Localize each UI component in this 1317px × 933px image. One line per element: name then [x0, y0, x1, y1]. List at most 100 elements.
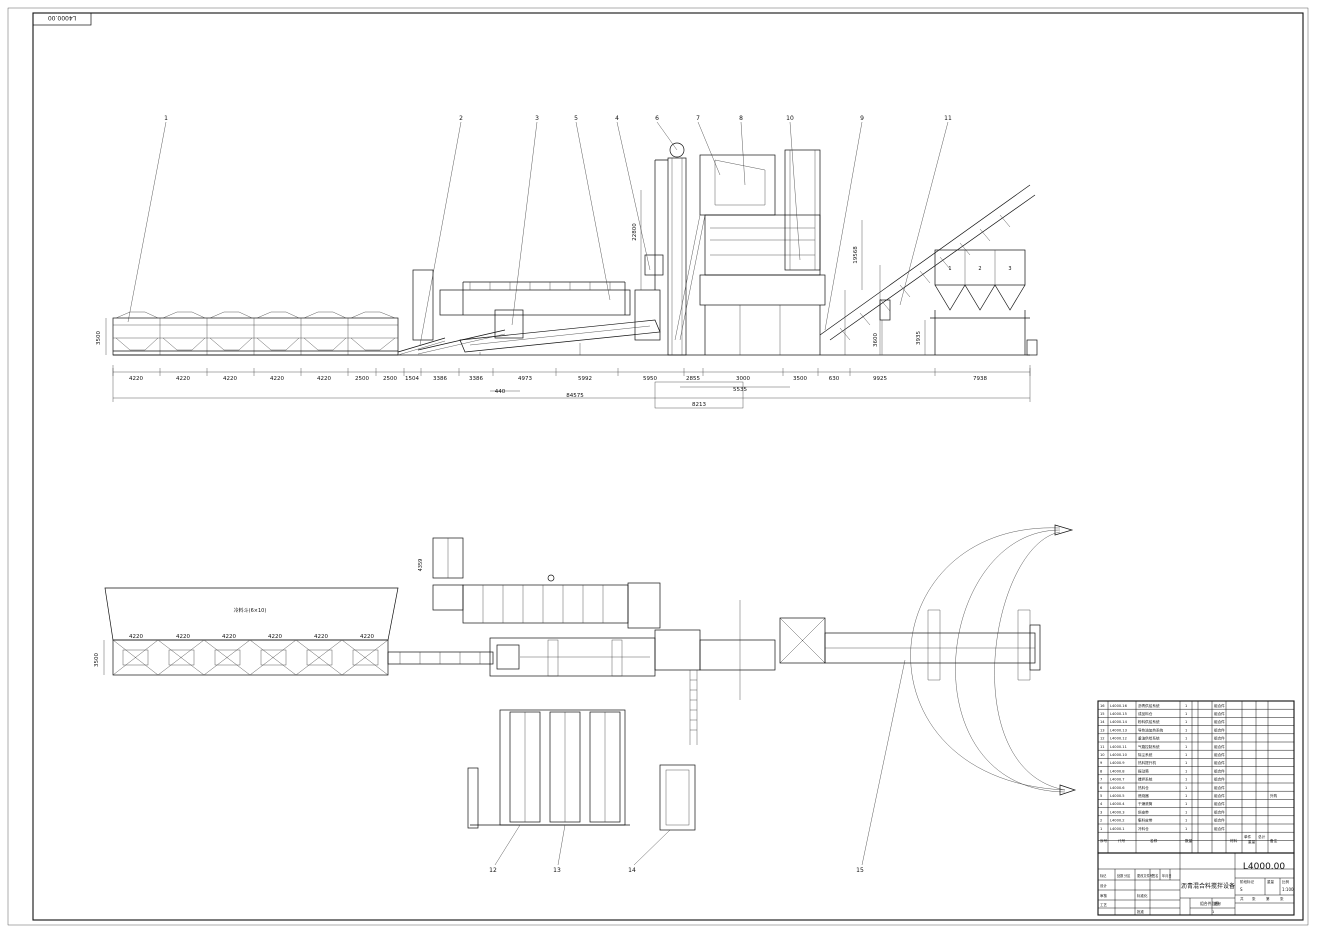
- dim-b-3: 4220: [270, 376, 284, 382]
- callout-13: 13: [553, 867, 561, 874]
- parts-row-5-code: L4000.5: [1110, 794, 1125, 798]
- inner-frame: [32, 12, 1304, 921]
- sign-review: 审核: [1100, 893, 1108, 898]
- parts-row-6-qty: 1: [1185, 786, 1187, 790]
- title-block-title: 沥青混合料搅拌设备: [1181, 882, 1235, 890]
- parts-row-12-code: L4000.12: [1110, 737, 1127, 741]
- parts-row-9-code: L4000.9: [1110, 761, 1125, 765]
- stage-value: S: [1240, 887, 1243, 892]
- parts-row-7-qty: 1: [1185, 778, 1187, 782]
- callout-2: 2: [459, 115, 463, 122]
- parts-row-3-qty: 1: [1185, 810, 1187, 814]
- callout-15: 15: [856, 867, 864, 874]
- parts-row-8-code: L4000.8: [1110, 769, 1125, 773]
- dim-5535: 5535: [733, 387, 747, 393]
- parts-row-13-code: L4000.13: [1110, 728, 1127, 732]
- parts-row-15-note: 组合件: [1214, 711, 1225, 716]
- parts-row-13-note: 组合件: [1214, 727, 1225, 732]
- parts-row-7-note: 组合件: [1214, 777, 1225, 782]
- parts-row-13-qty: 1: [1185, 728, 1187, 732]
- parts-row-3-no: 3: [1100, 810, 1102, 814]
- parts-row-11-note: 组合件: [1214, 744, 1225, 749]
- dim-height-left: 3500: [96, 331, 102, 345]
- parts-row-3-note: 组合件: [1214, 809, 1225, 814]
- sheets-label-1: 张: [1252, 896, 1256, 901]
- dim-b-5: 2500: [355, 376, 369, 382]
- sign-process: 工艺: [1100, 902, 1108, 907]
- plan-dim-2: 4220: [222, 634, 236, 640]
- parts-row-5-name: 燃烧器: [1138, 793, 1149, 798]
- sign-design: 设计: [1100, 883, 1108, 888]
- dim-b-2: 4220: [223, 376, 237, 382]
- parts-row-6-note: 组合件: [1214, 785, 1225, 790]
- parts-row-2-note: 组合件: [1214, 818, 1225, 823]
- parts-row-13-no: 13: [1100, 728, 1105, 732]
- dim-22800: 22800: [632, 223, 638, 241]
- parts-row-6-name: 热料仓: [1138, 785, 1149, 790]
- sheets-label-3: 张: [1280, 896, 1284, 901]
- parts-row-8-note: 组合件: [1214, 768, 1225, 773]
- sign-standard: 标准化: [1137, 893, 1148, 898]
- drawing-number-rotated: L4000.00: [48, 14, 76, 21]
- parts-row-13-name: 导热油加热系统: [1138, 727, 1164, 732]
- parts-header-small-2: 重量: [1248, 839, 1256, 844]
- bin-label-3: 3: [1008, 266, 1011, 272]
- parts-row-14-qty: 1: [1185, 720, 1187, 724]
- plan-dim-left: 3500: [94, 653, 100, 667]
- parts-row-8-no: 8: [1100, 769, 1103, 773]
- parts-row-5-extra-note: 外购: [1270, 793, 1278, 798]
- sign-col-5: 年月日: [1162, 873, 1172, 878]
- parts-header-5: 备注: [1270, 838, 1278, 843]
- parts-row-6-code: L4000.6: [1110, 786, 1125, 790]
- parts-header-0: 序号: [1100, 838, 1108, 843]
- side-dimension-chain: 4220 4220 4220 4220 4220 2500 2500 1504 …: [112, 365, 1031, 409]
- callout-11: 11: [944, 115, 952, 122]
- callout-numbers: 1 2 3 5 4 6 7 8 10 9 11: [164, 115, 952, 122]
- parts-row-10-qty: 1: [1185, 753, 1187, 757]
- dim-3600: 3600: [873, 333, 879, 347]
- weight-label: 重量: [1267, 879, 1275, 884]
- material-label: 组合件总图: [1200, 901, 1219, 906]
- title-block: L4000.00 沥青混合料搅拌设备 阶段标记 重量 比例 S 1:100 共 …: [1097, 852, 1295, 916]
- callout-14: 14: [628, 867, 636, 874]
- parts-row-2-code: L4000.2: [1110, 819, 1125, 823]
- dim-8213: 8213: [692, 402, 706, 408]
- drawing-number-tag: L4000.00: [32, 12, 92, 26]
- outer-frame: [7, 7, 1309, 926]
- dim-b-18: 7938: [973, 376, 987, 382]
- parts-row-15-name: 成品料仓: [1138, 711, 1153, 716]
- parts-row-11-name: 气路控制系统: [1138, 744, 1160, 749]
- sheet-value: 1: [1212, 910, 1214, 914]
- parts-row-15-qty: 1: [1185, 712, 1187, 716]
- dim-b-14: 3000: [736, 376, 750, 382]
- parts-row-11-code: L4000.11: [1110, 745, 1127, 749]
- dim-b-17: 9925: [873, 376, 887, 382]
- dim-b-0: 4220: [129, 376, 143, 382]
- plan-dim-3: 4220: [268, 634, 282, 640]
- parts-row-4-qty: 1: [1185, 802, 1187, 806]
- dim-b-13: 2855: [686, 376, 700, 382]
- parts-row-16-code: L4000.16: [1110, 704, 1128, 708]
- parts-row-15-no: 15: [1100, 712, 1105, 716]
- parts-row-7-name: 搅拌系统: [1138, 777, 1153, 782]
- parts-row-10-code: L4000.10: [1110, 753, 1128, 757]
- sign-col-4: 签名: [1152, 873, 1158, 878]
- parts-row-10-note: 组合件: [1214, 752, 1225, 757]
- parts-row-7-no: 7: [1100, 778, 1102, 782]
- parts-row-12-qty: 1: [1185, 737, 1187, 741]
- dim-b-1: 4220: [176, 376, 190, 382]
- callout-3: 3: [535, 115, 539, 122]
- parts-row-5-note: 组合件: [1214, 793, 1225, 798]
- sign-col-3: 更改文件号: [1137, 873, 1153, 878]
- parts-row-15-code: L4000.15: [1110, 712, 1127, 716]
- parts-row-9-qty: 1: [1185, 761, 1187, 765]
- callout-12: 12: [489, 867, 497, 874]
- parts-row-14-code: L4000.14: [1110, 720, 1128, 724]
- sign-col-2: 分区: [1124, 873, 1131, 878]
- dim-3935: 3935: [916, 331, 922, 345]
- sheets-label-0: 共: [1240, 896, 1244, 901]
- title-block-drawing-number: L4000.00: [1243, 862, 1286, 872]
- cad-label: 图号: [1214, 901, 1222, 906]
- parts-row-8-qty: 1: [1185, 769, 1187, 773]
